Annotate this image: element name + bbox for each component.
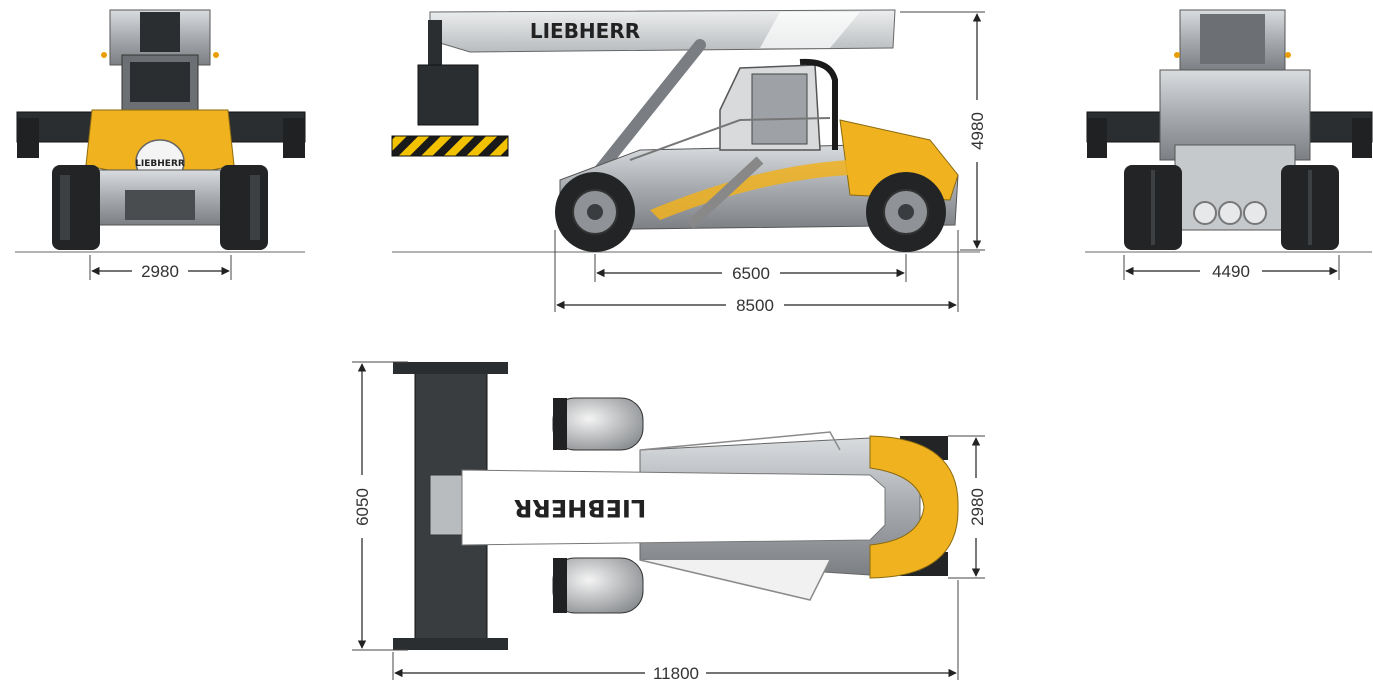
rear-dim-width: 4490	[1212, 262, 1250, 281]
front-view: LIEBHERR 2980	[15, 9, 306, 281]
side-dim-height: 4980	[968, 112, 987, 150]
top-dim-chassis-width: 2980	[968, 488, 987, 526]
side-view: LIEBHERR	[391, 9, 987, 315]
top-counterweight	[869, 435, 959, 579]
top-dim-spreader-width: 6050	[353, 488, 372, 526]
side-spreader-bar	[391, 135, 509, 157]
side-rear-wheel	[866, 172, 946, 252]
front-tyre-right	[220, 165, 268, 250]
top-view: LIEBHERR 6050 2980 11800	[352, 361, 987, 683]
side-dim-wheelbase: 6500	[732, 264, 770, 283]
side-stairs	[686, 156, 764, 229]
rear-view: 4490	[1085, 9, 1373, 281]
side-dim-overall-length: 8500	[736, 296, 774, 315]
side-lift-cylinder	[594, 39, 706, 176]
side-boom-logo: LIEBHERR	[530, 19, 640, 43]
top-dim-total-length: 11800	[653, 664, 699, 683]
side-front-wheel	[555, 172, 635, 252]
front-dim-track-width: 2980	[141, 262, 179, 281]
front-logo-text: LIEBHERR	[135, 159, 185, 169]
front-tyre-left	[52, 165, 100, 250]
rear-light-cluster	[1193, 201, 1267, 225]
top-boom	[461, 469, 886, 546]
top-boom-logo: LIEBHERR	[514, 494, 646, 522]
